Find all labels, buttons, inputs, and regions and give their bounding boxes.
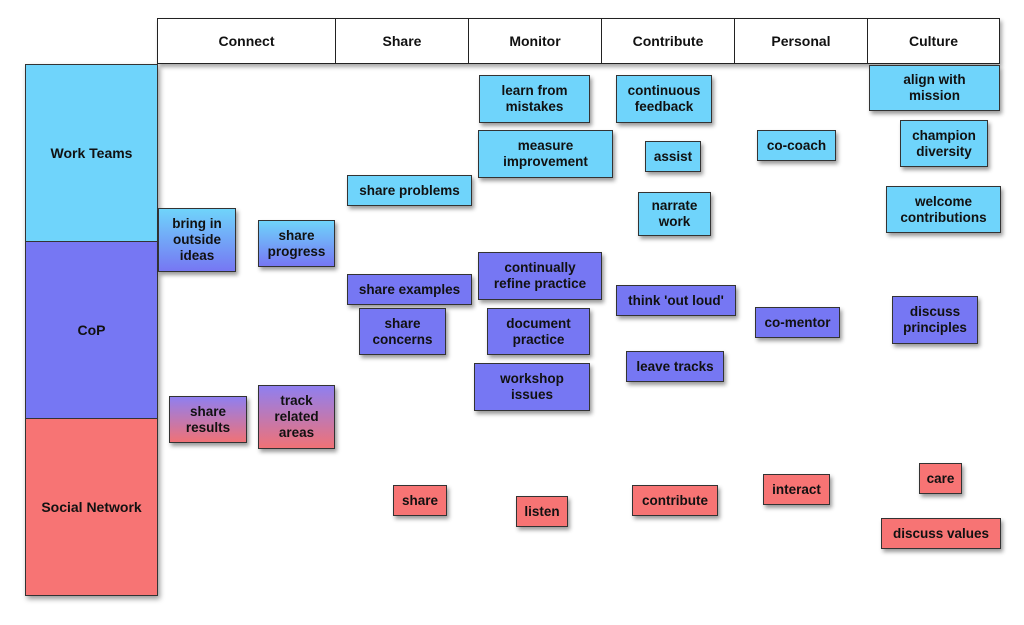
note-listen[interactable]: listen [516, 496, 568, 527]
note-continually-refine-practice[interactable]: continually refine practice [478, 252, 602, 300]
note-assist[interactable]: assist [645, 141, 701, 172]
column-header-personal: Personal [734, 18, 868, 64]
note-share[interactable]: share [393, 485, 447, 516]
note-co-coach[interactable]: co-coach [757, 130, 836, 161]
note-champion-diversity[interactable]: champion diversity [900, 120, 988, 167]
note-think-out-loud[interactable]: think 'out loud' [616, 285, 736, 316]
row-header-cop: CoP [25, 241, 158, 419]
note-discuss-principles[interactable]: discuss principles [892, 296, 978, 344]
note-discuss-values[interactable]: discuss values [881, 518, 1001, 549]
note-share-results[interactable]: share results [169, 396, 247, 443]
note-share-progress[interactable]: share progress [258, 220, 335, 267]
note-track-related-areas[interactable]: track related areas [258, 385, 335, 449]
note-workshop-issues[interactable]: workshop issues [474, 363, 590, 411]
note-co-mentor[interactable]: co-mentor [755, 307, 840, 338]
note-align-with-mission[interactable]: align with mission [869, 65, 1000, 111]
note-interact[interactable]: interact [763, 474, 830, 505]
note-document-practice[interactable]: document practice [487, 308, 590, 355]
column-header-row: Connect Share Monitor Contribute Persona… [157, 18, 1000, 64]
note-leave-tracks[interactable]: leave tracks [626, 351, 724, 382]
note-contribute[interactable]: contribute [632, 485, 718, 516]
row-header-social-network: Social Network [25, 418, 158, 596]
note-welcome-contributions[interactable]: welcome contributions [886, 186, 1001, 233]
column-header-culture: Culture [867, 18, 1000, 64]
note-care[interactable]: care [919, 463, 962, 494]
row-header-column: Work Teams CoP Social Network [25, 64, 158, 596]
note-share-problems[interactable]: share problems [347, 175, 472, 206]
column-header-share: Share [335, 18, 469, 64]
column-header-connect: Connect [157, 18, 336, 64]
note-learn-from-mistakes[interactable]: learn from mistakes [479, 75, 590, 123]
column-header-monitor: Monitor [468, 18, 602, 64]
note-narrate-work[interactable]: narrate work [638, 192, 711, 236]
note-bring-in-outside-ideas[interactable]: bring in outside ideas [158, 208, 236, 272]
row-header-work-teams: Work Teams [25, 64, 158, 242]
note-share-concerns[interactable]: share concerns [359, 308, 446, 355]
column-header-contribute: Contribute [601, 18, 735, 64]
note-measure-improvement[interactable]: measure improvement [478, 130, 613, 178]
note-share-examples[interactable]: share examples [347, 274, 472, 305]
note-continuous-feedback[interactable]: continuous feedback [616, 75, 712, 123]
